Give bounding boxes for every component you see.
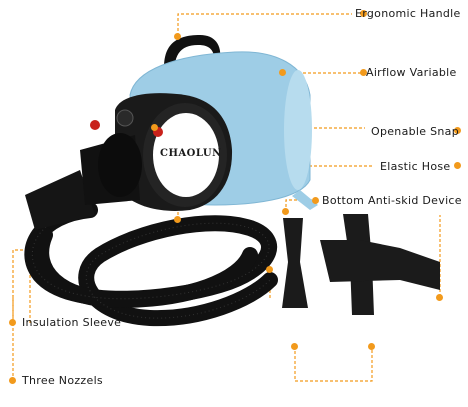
hose — [24, 202, 278, 327]
nozzle-tip — [25, 170, 95, 230]
callout-dot — [9, 377, 16, 384]
body-end-cap — [284, 70, 312, 190]
airflow-knob — [116, 109, 134, 127]
callout-dot — [360, 10, 367, 17]
callout-dot — [174, 33, 181, 40]
power-switch — [90, 120, 100, 130]
outlet-rim — [98, 133, 142, 197]
callout-dot — [454, 162, 461, 169]
round-nozzle — [282, 218, 308, 308]
callout-dot — [360, 69, 367, 76]
callout-dot — [312, 197, 319, 204]
label-ergonomic-handle: Ergonomic Handle — [355, 7, 461, 20]
callout-dot — [151, 124, 158, 131]
label-bottom-anti-skid-device: Bottom Anti-skid Device — [322, 194, 462, 207]
brand-logo: CHAOLUN — [160, 148, 222, 159]
hose-ribs — [31, 209, 271, 319]
label-insulation-sleeve: Insulation Sleeve — [22, 316, 122, 329]
callout-dot — [368, 343, 375, 350]
label-airflow-variable: Airflow Variable — [366, 66, 457, 79]
callout-dot — [436, 294, 443, 301]
brand-plate — [153, 113, 219, 197]
label-three-nozzels: Three Nozzels — [22, 374, 103, 387]
label-openable-snap: Openable Snap — [371, 125, 460, 138]
callout-dot — [279, 69, 286, 76]
callout-dot — [174, 216, 181, 223]
label-elastic-hose: Elastic Hose — [380, 160, 451, 173]
callout-dot — [291, 343, 298, 350]
callout-dot — [282, 208, 289, 215]
callout-dot — [454, 127, 461, 134]
handle — [164, 35, 221, 82]
callout-dot — [266, 266, 273, 273]
anti-skid-foot — [292, 190, 318, 210]
callout-dot — [9, 319, 16, 326]
flat-nozzle — [320, 240, 440, 290]
